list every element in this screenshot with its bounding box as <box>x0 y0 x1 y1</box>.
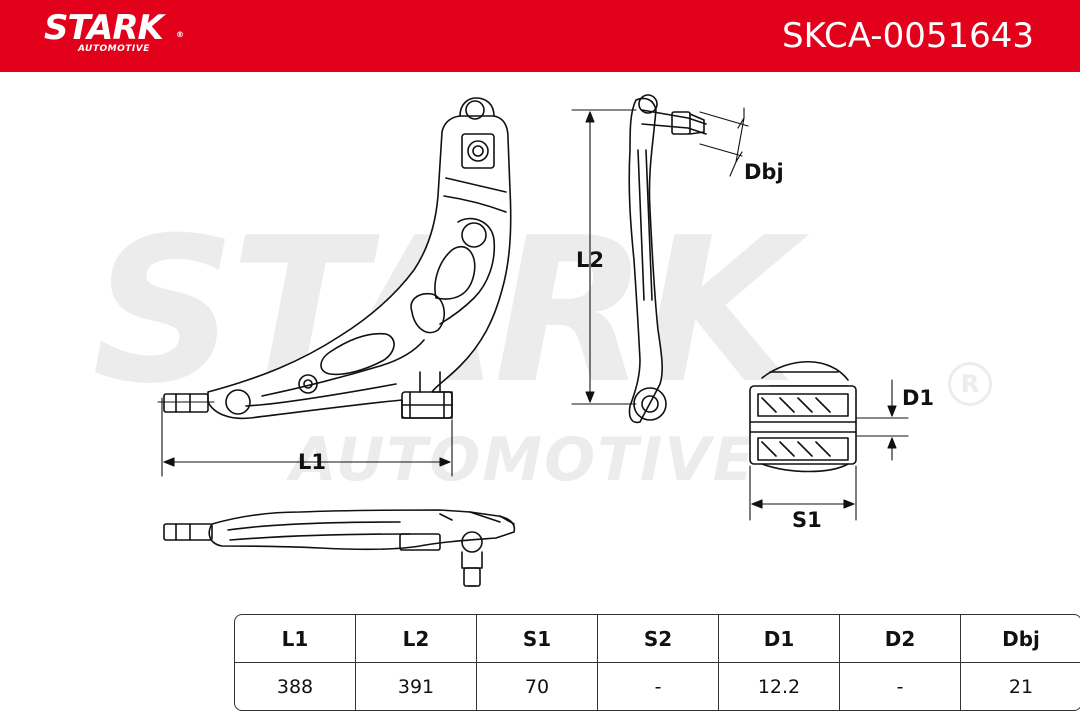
specs-header-row: L1 L2 S1 S2 D1 D2 Dbj <box>235 615 1080 663</box>
dimension-label-dbj: Dbj <box>744 160 784 184</box>
brand-registered-mark: ® <box>176 30 184 39</box>
specs-header-cell: L2 <box>356 615 477 663</box>
specs-header-cell: L1 <box>235 615 356 663</box>
dimension-label-l2: L2 <box>576 248 604 272</box>
part-number: SKCA-0051643 <box>782 16 1034 56</box>
specs-value-cell: 12.2 <box>719 663 840 710</box>
specs-value-cell: 70 <box>477 663 598 710</box>
specs-header-cell: D2 <box>840 615 961 663</box>
specs-header-cell: S2 <box>598 615 719 663</box>
brand-logo: STARK AUTOMOTIVE ® <box>44 8 184 54</box>
specs-value-cell: - <box>598 663 719 710</box>
dimension-lines <box>157 107 909 521</box>
dimension-label-s1: S1 <box>792 508 822 532</box>
specs-value-row: 388 391 70 - 12.2 - 21 <box>235 663 1080 710</box>
specs-value-cell: 391 <box>356 663 477 710</box>
header-bar: STARK AUTOMOTIVE ® SKCA-0051643 <box>0 0 1080 72</box>
watermark-subtitle: AUTOMOTIVE <box>290 425 756 495</box>
brand-subtitle: AUTOMOTIVE <box>78 44 150 54</box>
control-arm-front-view <box>163 509 516 587</box>
dimension-label-d1: D1 <box>902 386 935 410</box>
control-arm-top-view <box>163 97 512 420</box>
specs-table: L1 L2 S1 S2 D1 D2 Dbj 388 391 70 - 12.2 … <box>234 614 1080 711</box>
specs-header-cell: D1 <box>719 615 840 663</box>
specs-header-cell: S1 <box>477 615 598 663</box>
watermark-registered-icon: R <box>948 362 992 406</box>
control-arm-side-view <box>628 94 707 424</box>
specs-value-cell: 21 <box>1008 675 1034 698</box>
technical-drawing <box>157 94 909 587</box>
bushing-section-view <box>749 361 857 473</box>
dimension-label-l1: L1 <box>298 450 326 474</box>
brand-name: STARK <box>44 8 164 48</box>
specs-value-cell: - <box>840 663 961 710</box>
specs-header-cell: Dbj <box>961 615 1080 663</box>
specs-value-cell: 388 <box>235 663 356 710</box>
